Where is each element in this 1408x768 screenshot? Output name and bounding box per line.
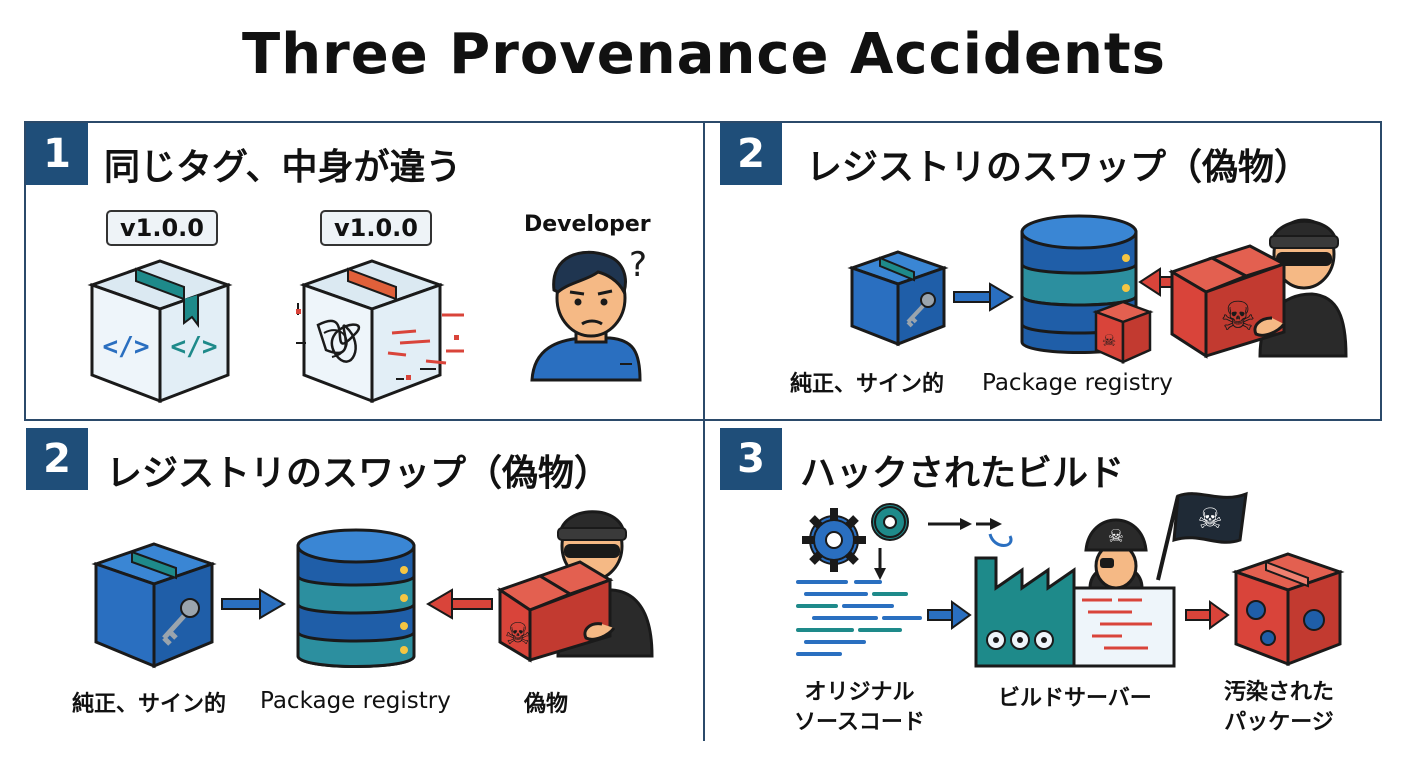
genuine-signed-label: 純正、サイン的: [790, 372, 945, 397]
panel-2-number: 2: [720, 123, 782, 185]
registry-label: Package registry: [260, 688, 451, 714]
svg-text:☠: ☠: [1197, 502, 1222, 535]
panel-2b-title: レジストリのスワップ（偽物）: [106, 453, 611, 494]
confused-developer-icon: ?: [530, 245, 647, 382]
attacker-with-fake-package-icon: ☠: [1168, 218, 1348, 359]
svg-text:☠: ☠: [1102, 331, 1116, 350]
panel-2-title: レジストリのスワップ（偽物）: [806, 147, 1311, 188]
signed-package-icon: [91, 542, 217, 669]
pirate-flag-icon: ☠: [1172, 491, 1248, 544]
svg-text:</>: </>: [171, 332, 218, 362]
version-tag-a: v1.0.0: [106, 210, 218, 246]
flow-arrows-icon: [874, 518, 1013, 580]
registry-label: Package registry: [982, 370, 1173, 396]
tainted-package-label-line-2: パッケージ: [1224, 710, 1334, 735]
panel-1-number: 1: [26, 123, 88, 185]
genuine-code-box-icon: </> </>: [87, 259, 233, 404]
svg-text:☠: ☠: [1108, 526, 1124, 547]
genuine-signed-label: 純正、サイン的: [72, 692, 227, 717]
version-tag-b: v1.0.0: [320, 210, 432, 246]
arrow-to-registry-icon: [953, 282, 1014, 312]
panel-3-title: ハックされたビルド: [800, 453, 1125, 494]
signed-package-icon: [847, 250, 949, 347]
original-source-label-line-1: オリジナル: [804, 680, 915, 705]
source-code-lines-icon: [796, 580, 922, 656]
arrow-to-registry-icon: [221, 588, 286, 620]
svg-text:</>: </>: [103, 332, 150, 362]
arrow-from-attacker-icon: [426, 588, 493, 620]
tainted-package-label-line-1: 汚染された: [1224, 680, 1335, 705]
tampered-box-icon: [296, 259, 464, 404]
arrow-to-tainted-package-icon: [1185, 600, 1230, 630]
registry-database-icon: [296, 528, 416, 668]
build-server-label: ビルドサーバー: [998, 686, 1152, 711]
original-source-label: オリジナル ソースコード: [794, 678, 925, 738]
original-source-label-line-2: ソースコード: [794, 710, 925, 735]
svg-text:?: ?: [629, 245, 647, 285]
developer-label: Developer: [524, 212, 651, 237]
arrow-to-build-server-icon: [927, 600, 972, 630]
gears-icon: [802, 503, 909, 572]
fake-package-small-icon: ☠: [1092, 300, 1154, 364]
page-title: Three Provenance Accidents: [242, 22, 1166, 87]
panel-1-title: 同じタグ、中身が違う: [104, 147, 462, 188]
panel-2b-number: 2: [26, 428, 88, 490]
tainted-package-icon: [1231, 552, 1345, 667]
attacker-with-fake-package-icon: ☠: [496, 510, 654, 663]
svg-text:☠: ☠: [505, 617, 532, 652]
panel-grid: [24, 121, 1382, 741]
hacked-build-server-icon: ☠: [974, 495, 1180, 668]
fake-label: 偽物: [524, 692, 569, 717]
svg-text:☠: ☠: [1220, 294, 1256, 340]
tainted-package-label: 汚染された パッケージ: [1224, 678, 1334, 738]
panel-3-number: 3: [720, 428, 782, 490]
